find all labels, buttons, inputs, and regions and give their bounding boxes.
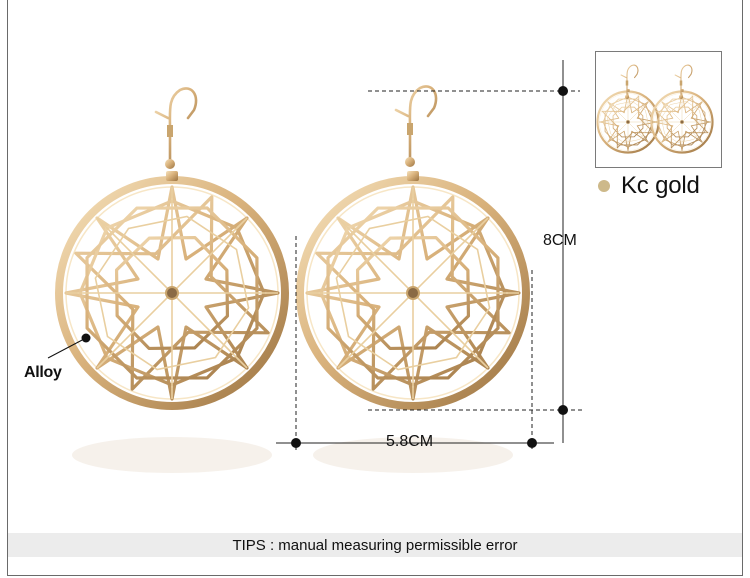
tips-banner: TIPS : manual measuring permissible erro… xyxy=(8,533,742,557)
width-label: 5.8CM xyxy=(386,433,434,450)
tips-text: TIPS : manual measuring permissible erro… xyxy=(232,536,518,554)
height-label: 8CM xyxy=(543,232,577,249)
height-dimension-line xyxy=(368,60,582,443)
thumbnail-earrings-image xyxy=(590,64,720,160)
earring-left-image xyxy=(36,87,308,473)
color-option[interactable]: Kc gold xyxy=(598,172,700,200)
color-swatch xyxy=(598,180,610,192)
alloy-pointer xyxy=(47,333,91,359)
color-name: Kc gold xyxy=(621,172,700,199)
material-label: Alloy xyxy=(24,364,62,381)
page-frame xyxy=(7,0,743,576)
color-variant-thumbnail[interactable] xyxy=(590,51,722,168)
width-dimension-line xyxy=(276,236,554,452)
earring-right-image xyxy=(277,85,549,473)
